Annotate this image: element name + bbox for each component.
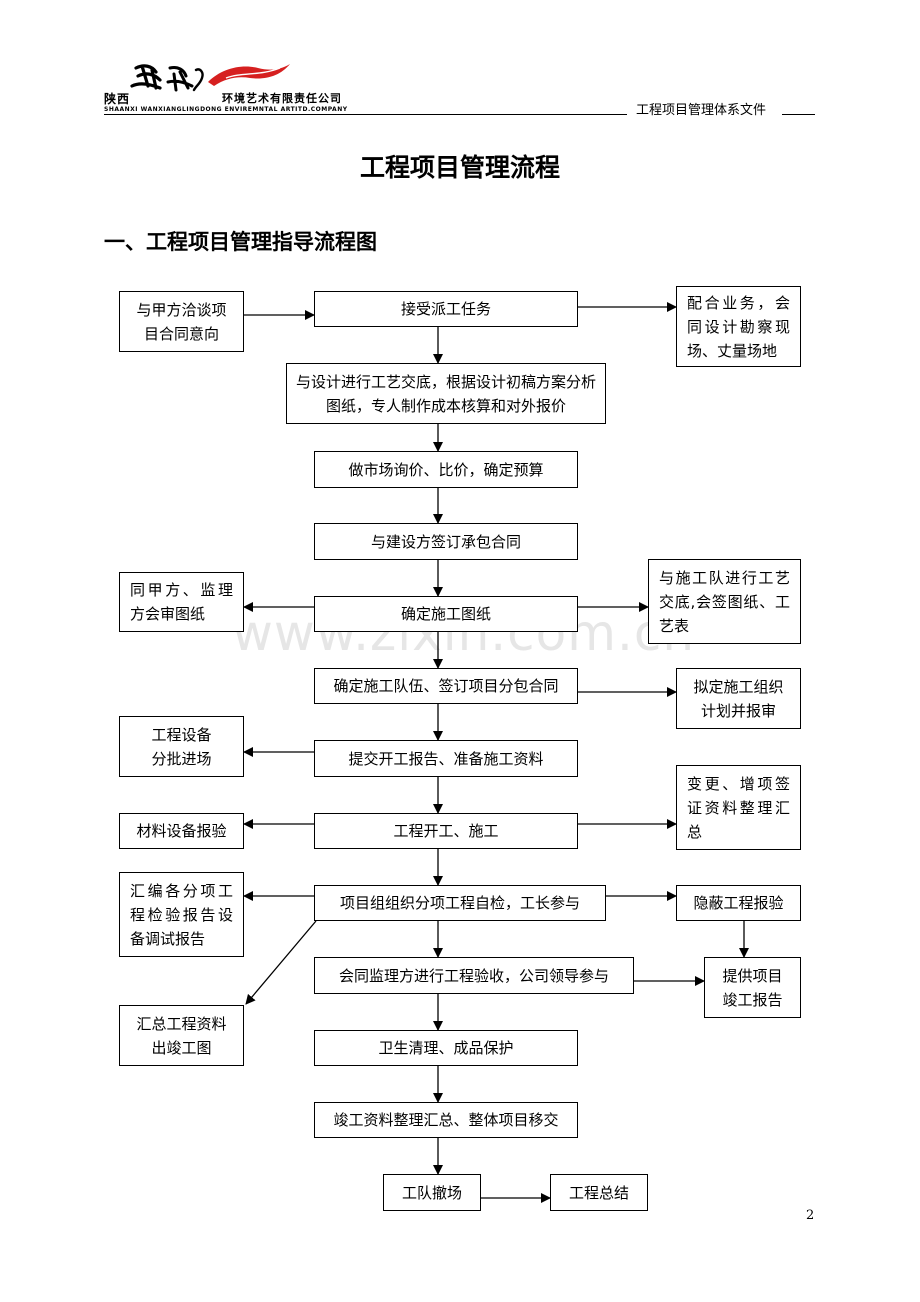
header-doc-type: 工程项目管理体系文件 <box>636 103 767 118</box>
header-rule-end <box>782 114 815 115</box>
logo-brush-icon <box>130 64 290 92</box>
flow-box-design-briefing: 与设计进行工艺交底，根据设计初稿方案分析图纸，专人制作成本核算和对外报价 <box>286 363 606 424</box>
flow-box-material-inspection: 材料设备报验 <box>119 813 244 849</box>
flow-box-budget: 做市场询价、比价，确定预算 <box>314 451 578 488</box>
arrow-m9-l6 <box>245 920 317 1005</box>
flow-box-start-report: 提交开工报告、准备施工资料 <box>314 740 578 777</box>
logo-pinyin-text: SHAANXI WANXIANGLINGDONG ENVIREMNTAL ART… <box>104 106 348 113</box>
flow-box-equipment-entry: 工程设备分批进场 <box>119 716 244 777</box>
flow-box-concealed-inspection: 隐蔽工程报验 <box>676 885 801 921</box>
page-number: 2 <box>806 1208 815 1223</box>
header-rule <box>104 114 627 115</box>
section-title: 一、工程项目管理指导流程图 <box>104 230 377 254</box>
flow-box-as-built: 汇总工程资料出竣工图 <box>119 1005 244 1066</box>
flow-box-inspection-reports: 汇编各分项工程检验报告设备调试报告 <box>119 872 244 957</box>
flow-box-negotiate: 与甲方洽谈项目合同意向 <box>119 291 244 352</box>
flow-box-summary: 工程总结 <box>550 1174 648 1211</box>
flow-box-cleanup: 卫生清理、成品保护 <box>314 1030 578 1066</box>
flow-box-subcontract: 确定施工队伍、签订项目分包合同 <box>314 668 578 704</box>
flow-box-construction: 工程开工、施工 <box>314 813 578 849</box>
flow-box-confirm-drawings: 确定施工图纸 <box>314 596 578 632</box>
flow-box-change-orders: 变更、增项签证资料整理汇总 <box>676 765 801 850</box>
flow-box-completion-report: 提供项目竣工报告 <box>704 957 801 1018</box>
flow-box-site-survey: 配合业务，会同设计勘察现场、丈量场地 <box>676 286 801 367</box>
flow-box-team-withdraw: 工队撤场 <box>383 1174 481 1211</box>
flow-box-sign-contract: 与建设方签订承包合同 <box>314 523 578 560</box>
company-logo: 陕西 环境艺术有限责任公司 SHAANXI WANXIANGLINGDONG E… <box>104 62 349 118</box>
logo-province-text: 陕西 <box>104 92 131 106</box>
flow-box-team-briefing: 与施工队进行工艺交底,会签图纸、工艺表 <box>648 559 801 644</box>
flow-box-acceptance: 会同监理方进行工程验收，公司领导参与 <box>314 957 634 994</box>
flow-box-self-inspection: 项目组组织分项工程自检，工长参与 <box>314 885 606 921</box>
flow-box-receive-task: 接受派工任务 <box>314 291 578 327</box>
page-title: 工程项目管理流程 <box>359 153 560 182</box>
logo-company-text: 环境艺术有限责任公司 <box>222 92 342 105</box>
flow-box-joint-review: 同甲方、监理方会审图纸 <box>119 572 244 632</box>
flow-box-handover: 竣工资料整理汇总、整体项目移交 <box>314 1102 578 1138</box>
flow-box-org-plan: 拟定施工组织计划并报审 <box>676 668 801 729</box>
